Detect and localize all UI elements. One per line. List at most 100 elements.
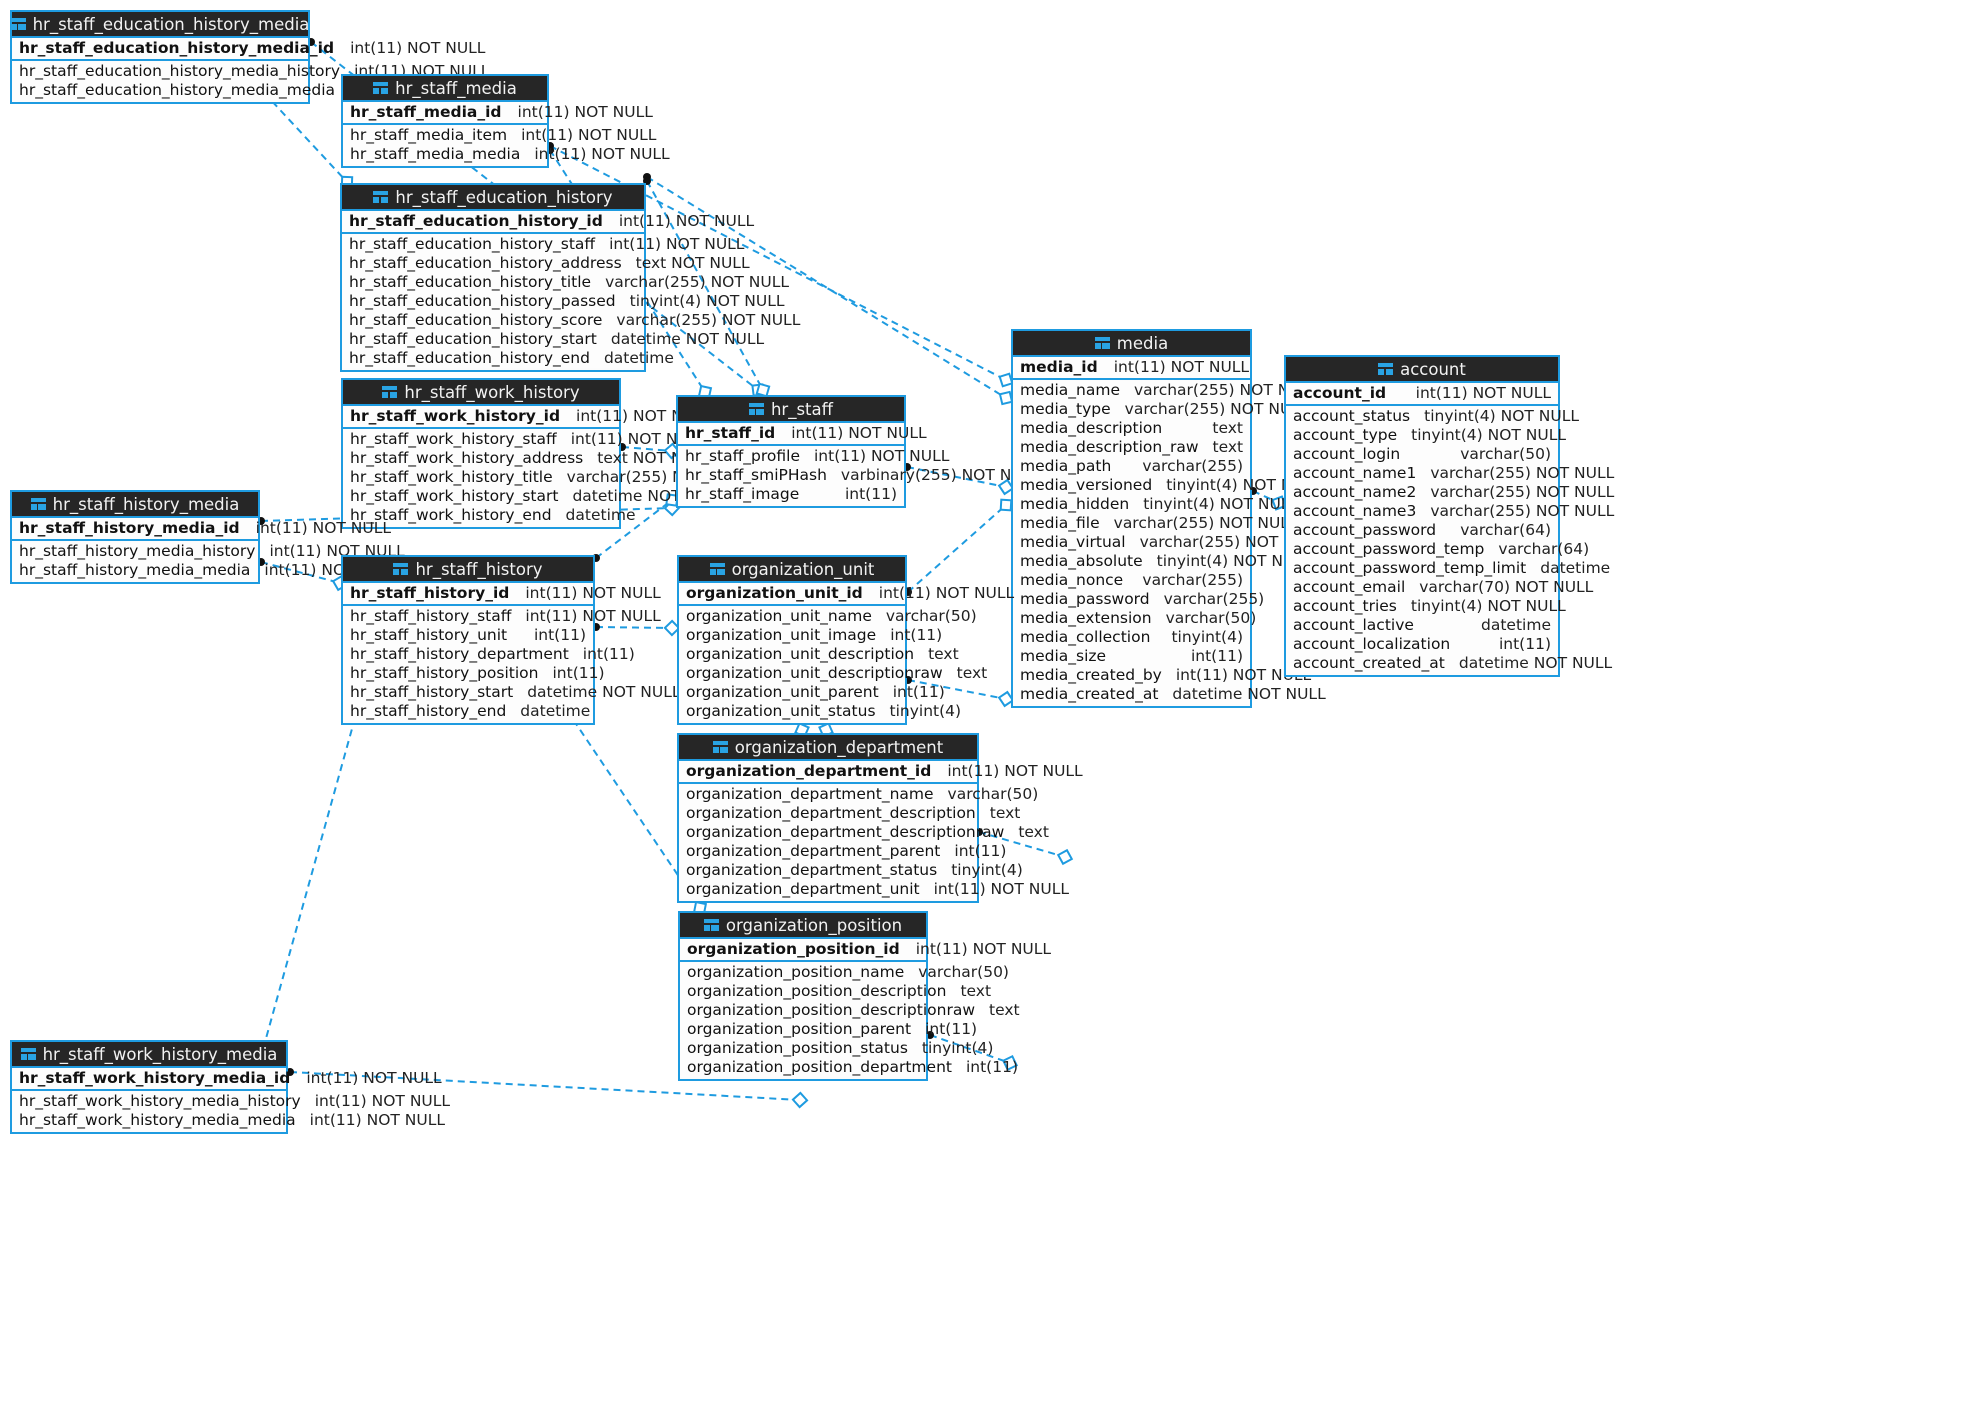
table-header[interactable]: hr_staff_work_history_media [12,1042,286,1068]
table-header[interactable]: hr_staff [678,397,904,423]
column-row[interactable]: hr_staff_education_history_media_mediain… [12,81,484,100]
table-header[interactable]: hr_staff_work_history [343,380,619,406]
table-header[interactable]: organization_unit [679,557,905,583]
table-header[interactable]: account [1286,357,1558,383]
table-header[interactable]: hr_staff_education_history [342,185,644,211]
table-header[interactable]: hr_staff_education_history_media [10,12,309,38]
table-header[interactable]: organization_position [680,913,926,939]
table-header[interactable]: hr_staff_history [343,557,593,583]
column-row[interactable]: hr_staff_education_history_media_history… [12,62,489,81]
table-header[interactable]: hr_staff_history_media [12,492,258,518]
table-header[interactable]: media [1013,331,1250,357]
table-hr_staff_work_history_media[interactable]: hr_staff_work_history_media hr_staff_work… [10,1040,450,1134]
